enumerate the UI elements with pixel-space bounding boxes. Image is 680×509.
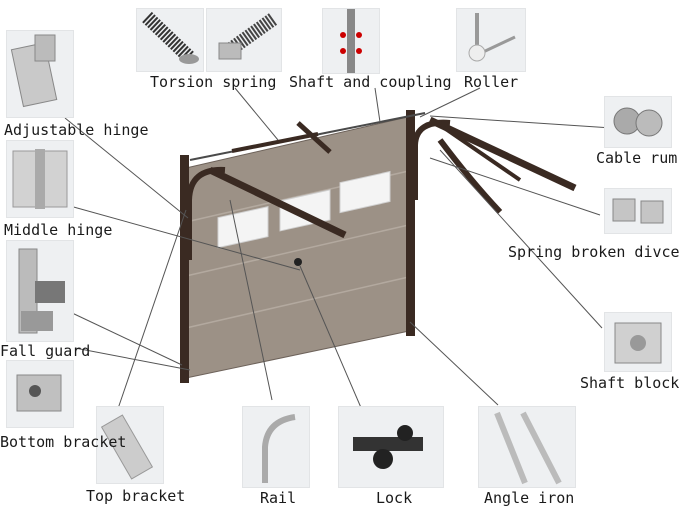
label-bottom-bracket: Bottom bracket [0,433,127,451]
label-torsion-spring: Torsion spring [150,73,277,91]
leader-cable-rum [429,115,613,129]
left-horizontal-track [208,166,347,239]
rail-photo [242,406,310,488]
right-curve-rail [412,119,451,200]
label-adjustable-hinge: Adjustable hinge [4,121,149,139]
torsion-spring-tube [231,132,319,153]
label-lock: Lock [376,489,413,507]
leader-spring-broken [429,157,601,216]
label-spring-broken: Spring broken divce [508,243,680,261]
lock-handle [294,258,302,266]
shaft-coupling-photo [322,8,380,74]
top-bracket-photo [96,406,164,484]
shaft-block-photo [604,312,672,372]
middle-hinge-photo [6,140,74,218]
operator-arm [437,138,503,215]
leader-torsion-spring [234,87,279,141]
adjustable-hinge-photo [6,30,74,118]
label-angle-iron: Angle iron [484,489,575,507]
leader-shaft-block [439,149,603,329]
label-top-bracket: Top bracket [86,487,186,505]
leader-lines [64,87,613,433]
panel-seam [185,275,414,329]
roller-photo [456,8,526,72]
leader-adjustable-hinge [64,117,189,219]
leader-roller [419,87,481,118]
label-shaft-block: Shaft block [580,374,680,392]
label-roller: Roller [464,73,519,91]
strut-arm [438,123,522,182]
label-cable-rum: Cable rum [596,149,678,167]
torsion-spring-end-photo [206,8,282,72]
strut-arm [296,121,332,154]
right-post [406,110,415,336]
leader-angle-iron [409,321,499,406]
label-rail: Rail [260,489,297,507]
label-fall-guard: Fall guard [0,342,91,360]
angle-iron-photo [478,406,576,488]
leader-bottom-bracket [74,347,191,371]
leader-lock [299,265,363,411]
fall-guard-photo [6,240,74,342]
label-middle-hinge: Middle hinge [4,221,113,239]
leader-shaft-coupling [374,87,381,123]
leader-fall-guard [69,311,183,366]
bottom-bracket-photo [6,360,74,428]
label-shaft-coupling: Shaft and coupling [289,73,452,91]
leader-middle-hinge [69,205,301,271]
spring-broken-device-photo [604,188,672,234]
torsion-spring-photo [136,8,204,72]
leader-top-bracket [109,209,187,433]
right-horizontal-track [428,116,577,192]
lock-photo [338,406,444,488]
leader-rail [229,199,273,401]
left-post [180,155,189,383]
left-curve-rail [186,166,226,260]
panel-seam [185,223,414,277]
cable-rum-photo [604,96,672,148]
